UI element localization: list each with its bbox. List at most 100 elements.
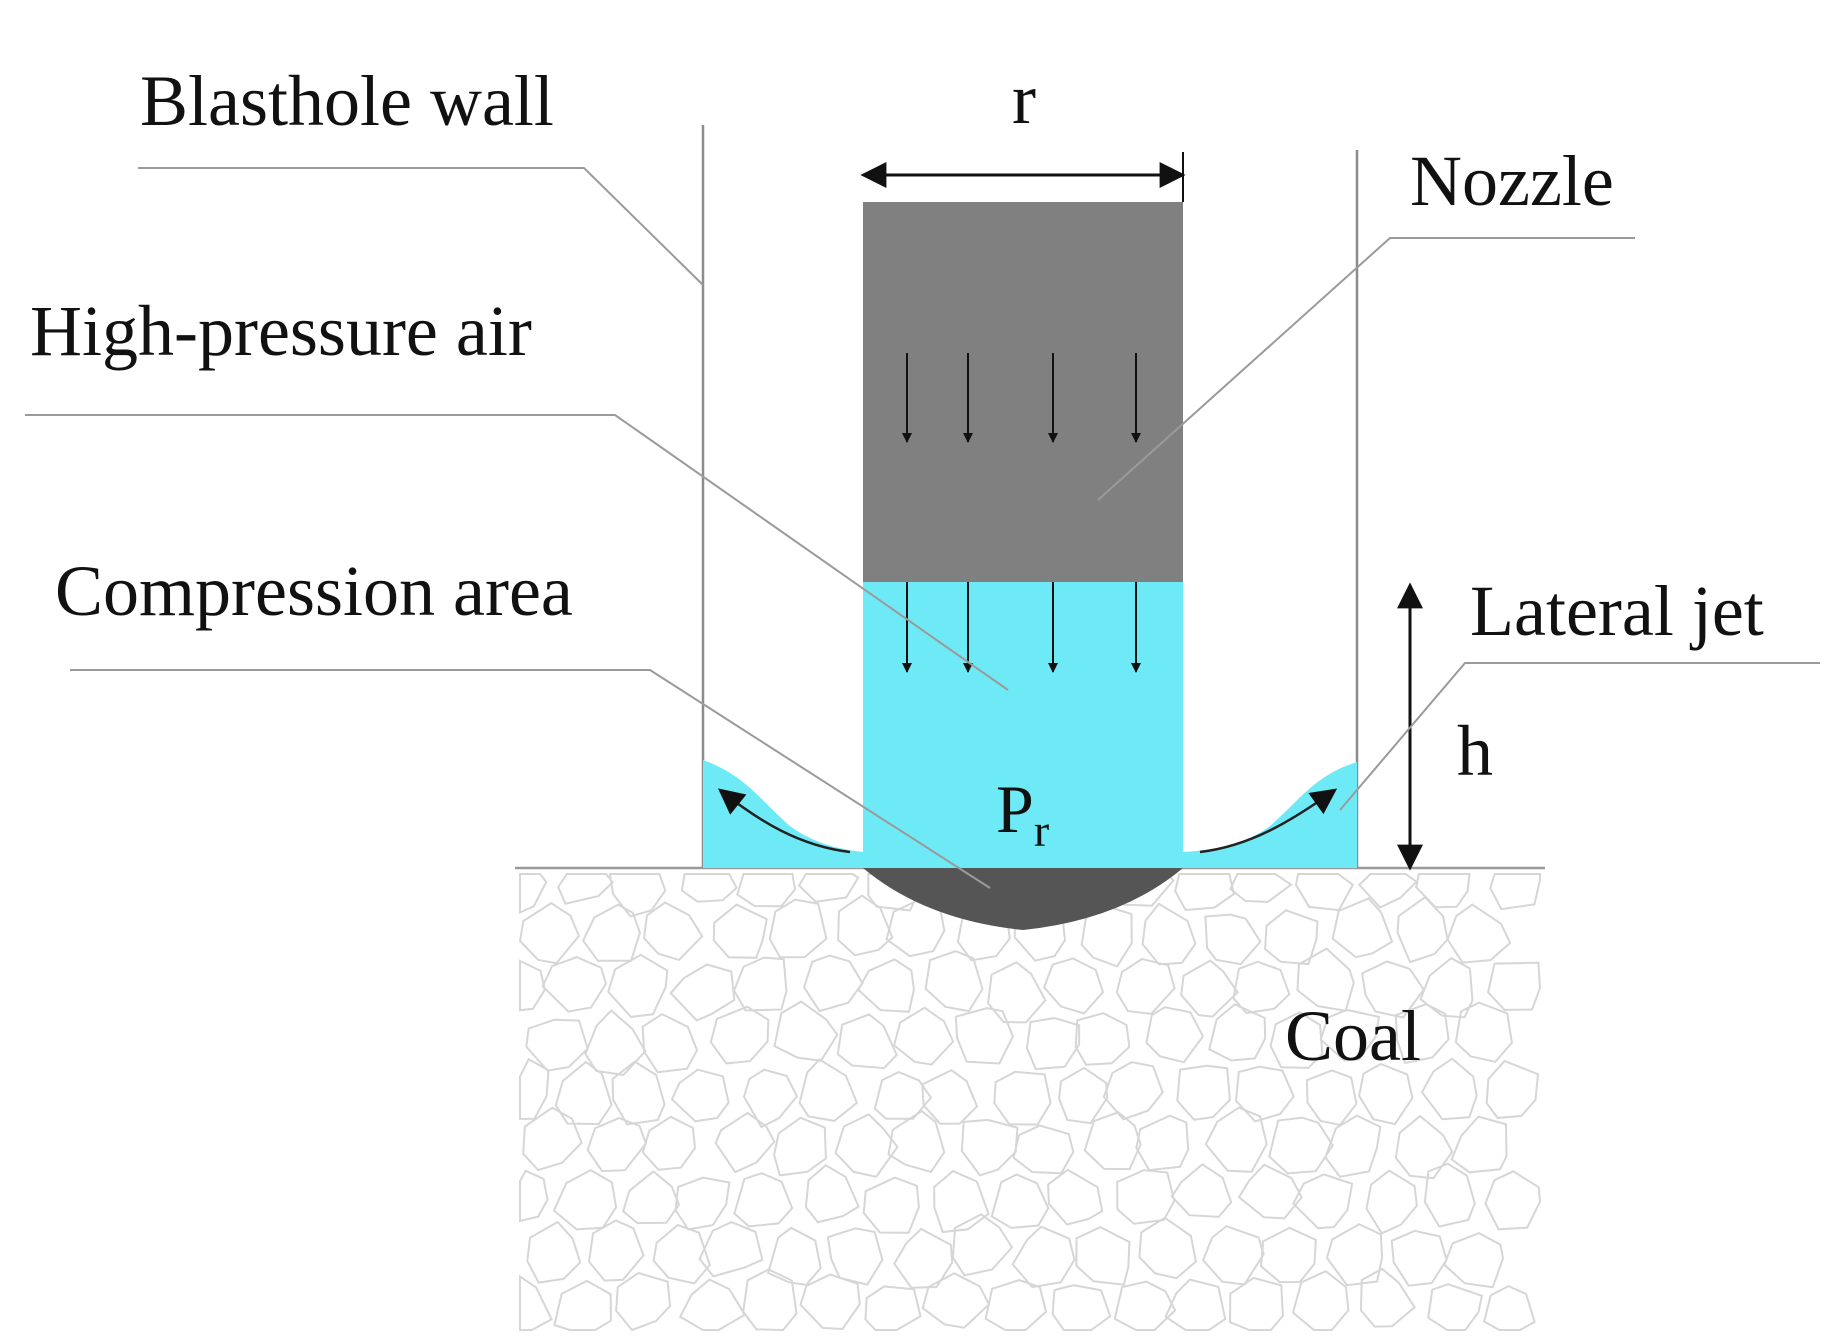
coal-cell xyxy=(557,873,614,905)
leader-nozzle xyxy=(1097,237,1635,501)
coal-cell xyxy=(1237,1163,1303,1220)
coal-cell xyxy=(553,1279,612,1331)
coal-cell xyxy=(1260,1226,1317,1284)
coal-cell xyxy=(1394,1114,1454,1180)
coal-cell xyxy=(1324,1114,1382,1178)
nozzle-body xyxy=(863,202,1183,582)
coal-cell xyxy=(921,1272,991,1329)
flow-arrows xyxy=(902,353,1141,673)
coal-cell xyxy=(541,956,607,1013)
label-nozzle: Nozzle xyxy=(1410,141,1614,221)
coal-cell xyxy=(1415,873,1471,909)
coal-cell xyxy=(1358,1062,1414,1126)
coal-cell xyxy=(642,901,704,962)
coal-cell xyxy=(1269,1011,1324,1069)
coal-cell xyxy=(893,1227,954,1289)
coal-cell xyxy=(552,1168,618,1231)
coal-cell xyxy=(1201,1225,1265,1286)
coal-cell xyxy=(984,1279,1048,1331)
coal-cell xyxy=(1170,1163,1233,1218)
coal-cell xyxy=(1305,1069,1358,1127)
pressure-label: Pr xyxy=(996,771,1049,856)
coal-cell xyxy=(1359,1267,1416,1328)
label-compression-area: Compression area xyxy=(55,551,573,631)
coal-cell xyxy=(678,1278,747,1331)
coal-cell xyxy=(1483,1284,1536,1331)
coal-cell xyxy=(1232,960,1291,1015)
coal-cell xyxy=(587,1219,645,1282)
coal-cell xyxy=(1204,913,1262,966)
coal-cell xyxy=(712,903,768,959)
coal-cell xyxy=(611,1060,666,1126)
coal-cell xyxy=(680,873,738,903)
coal-cell xyxy=(525,1018,589,1072)
coal-cell xyxy=(554,1060,613,1126)
leader-compression-area xyxy=(70,669,991,889)
coal-cell xyxy=(1489,873,1541,911)
coal-cell xyxy=(1176,1064,1231,1121)
coal-cell xyxy=(1011,1225,1076,1289)
coal-cell xyxy=(1025,1016,1081,1071)
coal-cell xyxy=(892,1006,955,1066)
coal-cell xyxy=(960,1118,1019,1177)
coal-cell xyxy=(670,1068,730,1123)
coal-cell xyxy=(1360,960,1426,1019)
lateral-jet-right xyxy=(1183,762,1357,868)
coal-cell xyxy=(864,1285,922,1331)
coal-cell xyxy=(1487,961,1542,1011)
coal-cell xyxy=(1058,1066,1109,1125)
coal-cell xyxy=(857,958,915,1013)
coal-cell xyxy=(990,1173,1050,1229)
coal-cell xyxy=(669,963,736,1022)
coal-cell xyxy=(519,1169,549,1223)
coal-cell xyxy=(586,1116,648,1173)
coal-cell xyxy=(1292,1173,1354,1230)
coal-cell xyxy=(1427,1283,1484,1331)
coal-cell xyxy=(519,1274,553,1331)
coal-cell xyxy=(1208,1003,1267,1062)
dimension-r-label: r xyxy=(1012,59,1036,139)
coal-cell xyxy=(993,1070,1052,1126)
coal-cell xyxy=(519,959,546,1012)
coal-cell xyxy=(799,1273,861,1331)
coal-cell xyxy=(954,1007,1014,1065)
lateral-jet-arrow-left xyxy=(717,788,851,854)
coal-cell xyxy=(518,901,581,965)
coal-cell xyxy=(522,1106,583,1172)
coal-cell xyxy=(1075,1225,1131,1286)
coal-cell xyxy=(1365,1169,1418,1235)
coal-cell xyxy=(1294,873,1355,912)
coal-cell xyxy=(1145,1006,1205,1064)
coal-cell xyxy=(1042,957,1105,1015)
coal-cell xyxy=(1390,1229,1448,1287)
dimension-h-label: h xyxy=(1457,711,1493,791)
coal-cell xyxy=(862,1176,920,1234)
coal-cell xyxy=(1291,1270,1350,1331)
coal-cell xyxy=(1115,957,1176,1015)
coal-cell xyxy=(773,1116,827,1177)
coal-cell xyxy=(1485,1059,1540,1119)
coal-cell xyxy=(986,961,1047,1024)
coal-cell xyxy=(1174,873,1236,912)
coal-region xyxy=(515,868,1545,1338)
coal-cell xyxy=(1446,903,1512,964)
coal-cell xyxy=(1083,1111,1142,1171)
label-coal: Coal xyxy=(1285,996,1421,1076)
pressure-symbol: P xyxy=(996,771,1034,847)
label-high-pressure-air: High-pressure air xyxy=(30,291,532,371)
coal-cell xyxy=(622,1170,681,1225)
coal-cell xyxy=(1102,1061,1164,1121)
coal-cell xyxy=(1296,947,1355,1012)
coal-cell xyxy=(802,954,864,1013)
coal-cell xyxy=(709,1005,770,1065)
coal-cell xyxy=(1319,1008,1381,1062)
coal-cell xyxy=(698,1221,764,1278)
coal-cell xyxy=(674,1176,731,1231)
coal-cell xyxy=(608,873,667,918)
coal-cell xyxy=(1138,1216,1197,1280)
coal-cell xyxy=(766,1226,822,1286)
coal-cell xyxy=(1423,1162,1476,1228)
coal-cell xyxy=(951,1213,1014,1277)
coal-cell xyxy=(1454,1001,1513,1063)
high-pressure-air-column xyxy=(863,582,1183,868)
